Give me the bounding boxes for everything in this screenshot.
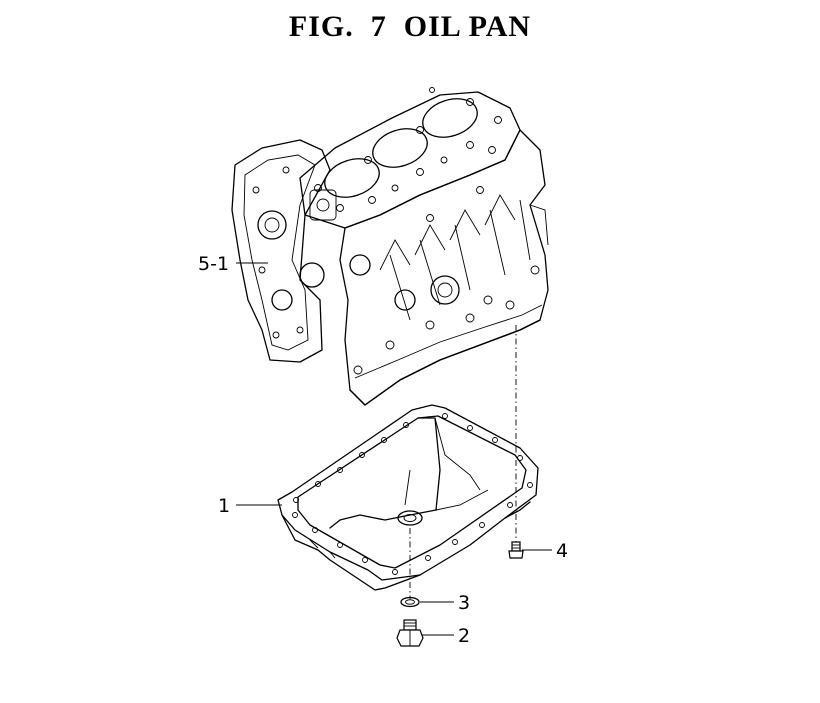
pan-bolt	[508, 541, 524, 559]
callout-1: 1	[218, 495, 230, 517]
callout-2: 2	[458, 625, 470, 647]
oil-pan	[277, 404, 539, 591]
figure-title: FIG. 7 OIL PAN	[288, 10, 532, 43]
drain-plug-gasket	[400, 596, 420, 608]
engine-block	[231, 87, 549, 406]
callout-3: 3	[458, 592, 470, 614]
callout-5-1: 5-1	[198, 253, 229, 275]
callout-4: 4	[556, 540, 568, 562]
drain-plug	[396, 619, 424, 647]
